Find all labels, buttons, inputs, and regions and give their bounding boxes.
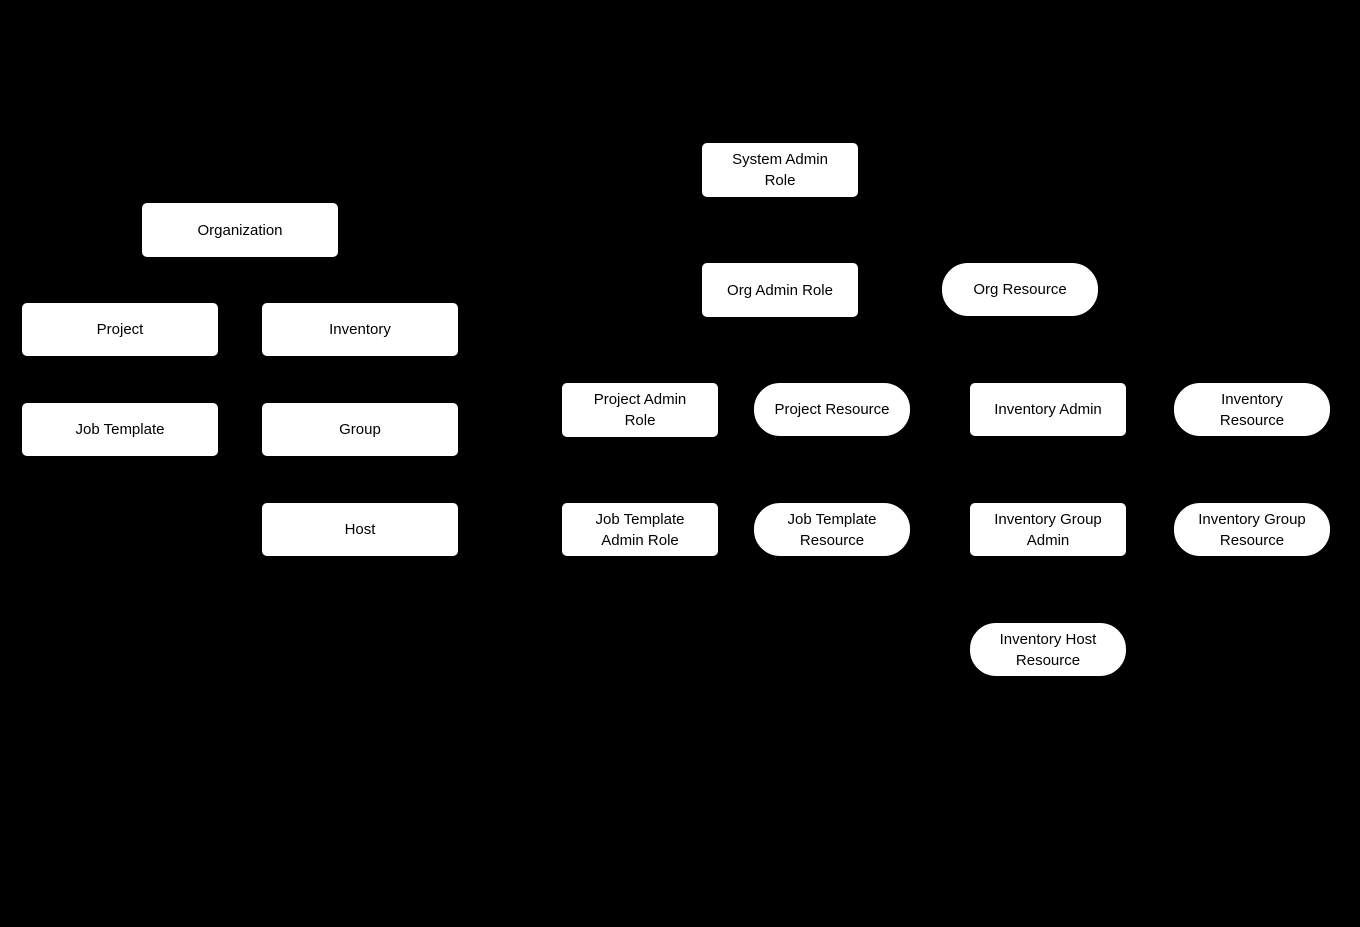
node-label: Organization — [197, 221, 283, 239]
node-label: Admin — [1026, 531, 1070, 549]
node-inventory-admin: Inventory Admin — [969, 382, 1127, 437]
node-label: Inventory — [1221, 390, 1283, 408]
node-label: Project Admin — [593, 391, 687, 408]
node-label: Job Template — [787, 510, 877, 528]
node-label: Resource — [1219, 411, 1285, 429]
node-label: Resource — [1219, 531, 1285, 549]
node-label: Inventory Group — [1198, 510, 1306, 528]
node-host: Host — [261, 502, 459, 557]
node-organization: Organization — [141, 202, 339, 258]
node-label: Inventory — [329, 321, 391, 338]
node-group: Group — [261, 402, 459, 457]
node-label: Project Resource — [774, 401, 890, 418]
node-inventory: Inventory — [261, 302, 459, 357]
node-label: Group — [339, 421, 381, 438]
node-org-resource: Org Resource — [941, 262, 1099, 317]
node-label: Admin Role — [601, 531, 679, 549]
node-label: Inventory Group — [994, 510, 1102, 528]
node-label: Resource — [1015, 651, 1081, 669]
node-label: Org Admin Role — [727, 281, 833, 299]
node-project: Project — [21, 302, 219, 357]
node-label: Resource — [799, 531, 865, 549]
node-label: System Admin — [732, 151, 828, 168]
node-label: Inventory Host — [999, 630, 1097, 648]
node-label: Job Template — [595, 510, 685, 528]
node-label: Org Resource — [973, 281, 1067, 298]
node-label: Project — [96, 321, 144, 338]
node-label: Inventory Admin — [994, 401, 1102, 418]
node-job-template: Job Template — [21, 402, 219, 457]
node-label: Role — [764, 172, 796, 189]
node-label: Host — [344, 521, 376, 538]
node-org-admin-role: Org Admin Role — [701, 262, 859, 318]
node-project-resource: Project Resource — [753, 382, 911, 437]
node-label: Role — [624, 412, 656, 429]
node-label: Job Template — [75, 421, 165, 438]
